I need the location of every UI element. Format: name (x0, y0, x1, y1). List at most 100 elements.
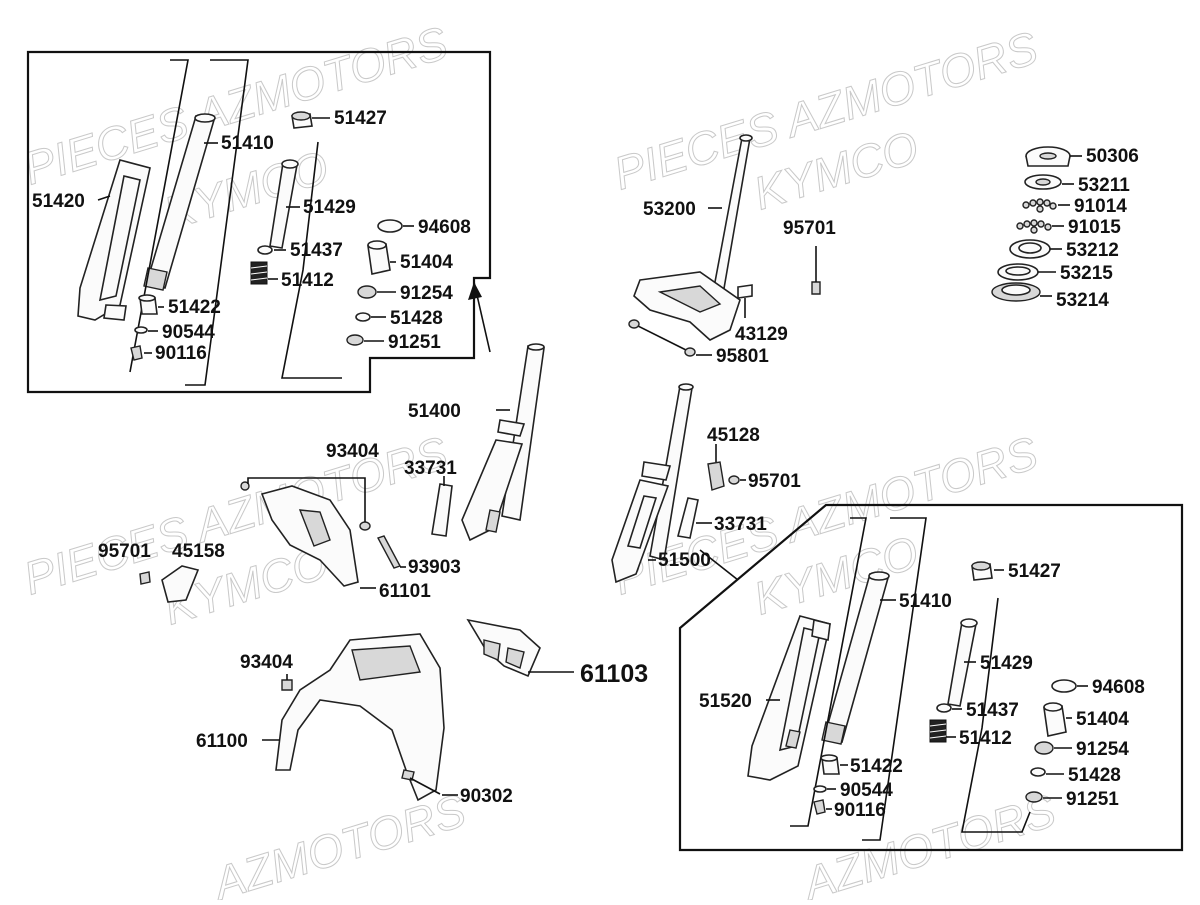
label-61101: 61101 (379, 581, 431, 602)
ring-51428a (355, 312, 371, 322)
label-51422b: 51422 (850, 756, 903, 777)
watermark: AZMOTORS (205, 784, 472, 900)
ring-94608a (377, 219, 403, 233)
label-33731a: 33731 (404, 458, 457, 479)
spring-51412a (250, 261, 268, 285)
fork-assembly-51500 (611, 383, 694, 584)
label-94608a: 94608 (418, 217, 471, 238)
label-51404a: 51404 (400, 252, 453, 273)
label-51429a: 51429 (303, 197, 356, 218)
bracket-51410a-right (185, 59, 249, 386)
bracket-51410a-left (129, 59, 189, 373)
label-53212: 53212 (1066, 240, 1119, 261)
race-53215 (997, 263, 1039, 281)
label-91014: 91014 (1074, 196, 1127, 217)
label-90302: 90302 (460, 786, 513, 807)
seal-91251b (1025, 791, 1043, 803)
label-93903: 93903 (408, 557, 461, 578)
bolt-90302 (401, 769, 441, 795)
screw-93404a-left (240, 481, 250, 491)
label-91254a: 91254 (400, 283, 453, 304)
label-53214: 53214 (1056, 290, 1109, 311)
label-51429b: 51429 (980, 653, 1033, 674)
label-90116a: 90116 (155, 343, 207, 364)
label-91015: 91015 (1068, 217, 1121, 238)
seal-91254a (357, 285, 377, 299)
leader-51420 (97, 195, 111, 201)
label-53200: 53200 (643, 199, 696, 220)
label-51428b: 51428 (1068, 765, 1121, 786)
bolt-90116b (813, 799, 826, 815)
bolt-95701a (811, 281, 821, 295)
fender-61100 (275, 633, 445, 802)
label-51410b: 51410 (899, 591, 952, 612)
label-51500: 51500 (658, 550, 711, 571)
detail-pointer-51500 (699, 549, 739, 581)
label-93404a: 93404 (326, 441, 379, 462)
washer-90544a (134, 326, 148, 334)
label-43129: 43129 (735, 324, 788, 345)
cap-51427a (291, 111, 313, 129)
damper-rod-51429a (269, 159, 299, 249)
balls-91014 (1022, 198, 1057, 213)
label-61100: 61100 (196, 731, 248, 752)
cap-51427b (971, 561, 993, 581)
label-51437a: 51437 (290, 240, 343, 261)
detail-pointer-arrowhead (468, 282, 482, 300)
label-50306: 50306 (1086, 146, 1139, 167)
bracket-51429a (281, 141, 342, 379)
ring-94608b (1051, 679, 1077, 693)
label-51422a: 51422 (168, 297, 221, 318)
label-53211: 53211 (1078, 175, 1130, 196)
damper-rod-51429b (947, 618, 978, 707)
label-91251a: 91251 (388, 332, 441, 353)
bolt-95701b (139, 571, 151, 585)
cover-61101 (260, 485, 359, 587)
label-45128: 45128 (707, 425, 760, 446)
bushing-51404b (1043, 702, 1067, 737)
bushing-51404a (367, 240, 391, 275)
label-90544a: 90544 (162, 322, 215, 343)
label-91251b: 91251 (1066, 789, 1119, 810)
bolt-95701c (728, 475, 740, 485)
watermark-layer: PIECES AZMOTORS KYMCO PIECES AZMOTORS KY… (17, 16, 1062, 905)
spring-51412b (929, 719, 947, 743)
bracket-51410b-left (790, 517, 867, 827)
nut-50306 (1025, 146, 1071, 167)
washer-90544b (813, 785, 827, 793)
ring-51428b (1030, 767, 1046, 777)
leader-93404a (247, 477, 366, 522)
label-90116b: 90116 (834, 800, 886, 821)
screw-93903 (376, 535, 402, 569)
cone-53211 (1024, 174, 1062, 190)
label-33731b: 33731 (714, 514, 767, 535)
ring-51437b (936, 703, 952, 713)
seal-91251a (346, 334, 364, 346)
fork-leg-51420 (77, 159, 151, 321)
label-95701b: 95701 (98, 541, 151, 562)
label-53215: 53215 (1060, 263, 1113, 284)
bracket-51429b (961, 597, 1031, 833)
fork-leg-51520 (747, 615, 831, 781)
fork-tube-51410 (143, 113, 216, 291)
label-94608b: 94608 (1092, 677, 1145, 698)
label-93404b: 93404 (240, 652, 293, 673)
steering-stem-53200 (633, 134, 753, 341)
balls-91015 (1016, 219, 1052, 234)
bracket-45158 (161, 565, 200, 603)
fork-tube-51410b (821, 571, 890, 745)
bracket-45128 (707, 461, 725, 491)
label-51404b: 51404 (1076, 709, 1129, 730)
ring-51437a (257, 245, 273, 255)
bolt-95801 (628, 319, 696, 357)
detail-frame-51500 (678, 503, 1184, 852)
label-90544b: 90544 (840, 780, 893, 801)
fork-assembly-51400 (461, 343, 545, 542)
label-51400: 51400 (408, 401, 461, 422)
label-95701a: 95701 (783, 218, 836, 239)
label-51412a: 51412 (281, 270, 334, 291)
label-91254b: 91254 (1076, 739, 1129, 760)
label-51410a: 51410 (221, 133, 274, 154)
